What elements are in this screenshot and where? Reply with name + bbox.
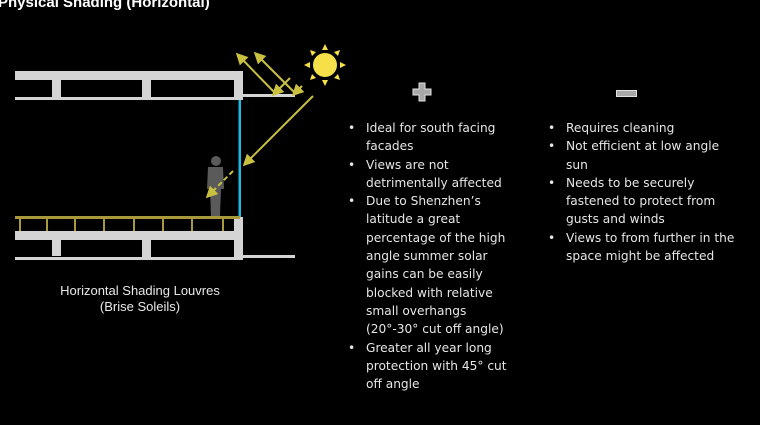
- pros-item: Views are not detrimentally affected: [348, 156, 518, 193]
- minus-icon: [616, 90, 637, 97]
- sun-rays: [205, 51, 314, 199]
- sun-icon: [304, 44, 346, 86]
- cons-item: Needs to be securely fastened to protect…: [548, 174, 738, 229]
- floor-louvres: [15, 216, 240, 231]
- person-icon: [207, 156, 224, 216]
- pros-item: Due to Shenzhen’s latitude a great perce…: [348, 192, 518, 338]
- caption-line-2: (Brise Soleils): [99, 299, 181, 314]
- cons-list: Requires cleaning Not efficient at low a…: [548, 119, 738, 265]
- caption-line-1: Horizontal Shading Louvres: [60, 283, 220, 298]
- cons-item: Not efficient at low angle sun: [548, 137, 738, 174]
- pros-item: Greater all year long protection with 45…: [348, 339, 518, 394]
- plus-icon: [412, 82, 432, 102]
- cons-item: Views to from further in the space might…: [548, 229, 738, 266]
- cons-item: Requires cleaning: [548, 119, 738, 138]
- pros-list: Ideal for south facing facades Views are…: [348, 119, 518, 393]
- glass-facade: [238, 100, 241, 217]
- pros-item: Ideal for south facing facades: [348, 119, 518, 156]
- upper-slab: [15, 71, 295, 100]
- lower-slab: [15, 217, 295, 260]
- slide-title: Physical Shading (Horizontal): [0, 0, 210, 11]
- diagram-caption: Horizontal Shading Louvres (Brise Soleil…: [40, 283, 240, 315]
